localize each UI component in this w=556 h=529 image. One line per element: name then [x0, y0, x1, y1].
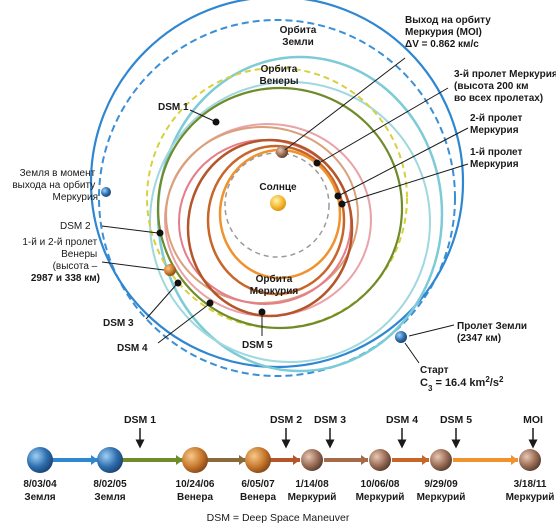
leader-lines [101, 57, 469, 364]
timeline-body: Меркурий [288, 492, 337, 503]
timeline-arrowhead [239, 455, 246, 465]
dsm1-label: DSM 1 [158, 102, 189, 113]
venus-flyby-icon [164, 264, 176, 276]
timeline-arrowhead [176, 455, 183, 465]
dsm2-label: DSM 2 [60, 221, 91, 232]
timeline-date: 8/02/05 [93, 479, 127, 490]
dsm3-dot [174, 279, 182, 287]
flyby-m2-label: 2-й пролет Меркурия [470, 113, 525, 136]
flyby-m1-label: 1-й пролет Меркурия [470, 147, 525, 170]
timeline-body: Меркурий [417, 492, 466, 503]
flyby-m3-dot [313, 159, 321, 167]
dsm3-label: DSM 3 [103, 318, 134, 329]
dsm4-dot [206, 299, 214, 307]
mercury-at-moi-icon [276, 146, 288, 158]
timeline-date: 6/05/07 [241, 479, 275, 490]
timeline-body: Меркурий [356, 492, 405, 503]
timeline-date: 8/03/04 [23, 479, 57, 490]
flyby-m2-dot [334, 192, 342, 200]
flyby-m3-label: 3-й пролет Меркурия (высота 200 км во вс… [454, 69, 556, 104]
venus-flybys-label: 1-й и 2-й пролет Венеры (высота – 2987 и… [22, 237, 100, 284]
launch-label: Старт [420, 365, 449, 376]
trajectory-final [218, 148, 342, 280]
trajectory-earth-loop-2 [156, 55, 444, 373]
timeline-date: 3/18/11 [514, 479, 547, 490]
timeline-arrowhead [293, 455, 300, 465]
timeline-body: Венера [177, 492, 213, 503]
dsm1-dot [212, 118, 220, 126]
mercury-icon [430, 449, 452, 471]
earth-flyby-icon [395, 331, 407, 343]
moi-label: Выход на орбиту Меркурия (MOI) ΔV = 0.86… [405, 14, 494, 50]
trajectory-venus [156, 86, 404, 330]
timeline-body: Венера [240, 492, 276, 503]
timeline-date: 1/14/08 [295, 479, 329, 490]
timeline-arrowhead [361, 455, 368, 465]
trajectory-mercury-1 [186, 138, 354, 318]
venus-icon [245, 447, 271, 473]
earth-flyby-label: Пролет Земли (2347 км) [457, 321, 530, 344]
timeline-date: 10/24/06 [176, 479, 215, 490]
timeline-body: Земля [24, 492, 55, 503]
trajectory-mercury-2 [206, 144, 346, 296]
venus-icon [182, 447, 208, 473]
earth-icon [27, 447, 53, 473]
timeline-arrowhead [91, 455, 98, 465]
trajectory-earth-loop [89, 0, 465, 369]
timeline-event-label: DSM 3 [314, 414, 346, 426]
timeline-date: 10/06/08 [361, 479, 400, 490]
timeline-event-label: DSM 4 [386, 414, 418, 426]
earth-at-moi-icon [101, 187, 111, 197]
dsm5-dot [258, 308, 266, 316]
timeline-arrowhead [422, 455, 429, 465]
sun-label: Солнце [259, 182, 297, 193]
timeline-body: Земля [94, 492, 125, 503]
timeline-event-label: DSM 2 [270, 414, 302, 426]
sun-icon [270, 195, 286, 211]
dsm4-label: DSM 4 [117, 343, 148, 354]
timeline-event-label: DSM 1 [124, 414, 156, 426]
timeline-events: DSM 1 DSM 2 DSM 3 DSM 4 DSM 5 MOI [124, 414, 543, 449]
earth-at-moi-label: Земля в момент выхода на орбиту Меркурия [12, 168, 98, 203]
footnote: DSM = Deep Space Maneuver [207, 512, 350, 524]
earth-icon [97, 447, 123, 473]
mercury-icon [519, 449, 541, 471]
timeline-date: 9/29/09 [424, 479, 458, 490]
launch-c3-label: C3 = 16.4 km2/s2 [420, 375, 504, 393]
timeline-segments [52, 455, 518, 465]
flyby-m1-dot [338, 200, 346, 208]
dsm2-dot [156, 229, 164, 237]
timeline-arrowhead [511, 455, 518, 465]
earth-orbit [98, 19, 456, 377]
timeline-body: Меркурий [506, 492, 555, 503]
timeline-event-label: MOI [523, 414, 543, 426]
dsm5-label: DSM 5 [242, 340, 273, 351]
timeline-event-label: DSM 5 [440, 414, 472, 426]
mercury-icon [301, 449, 323, 471]
mercury-icon [369, 449, 391, 471]
